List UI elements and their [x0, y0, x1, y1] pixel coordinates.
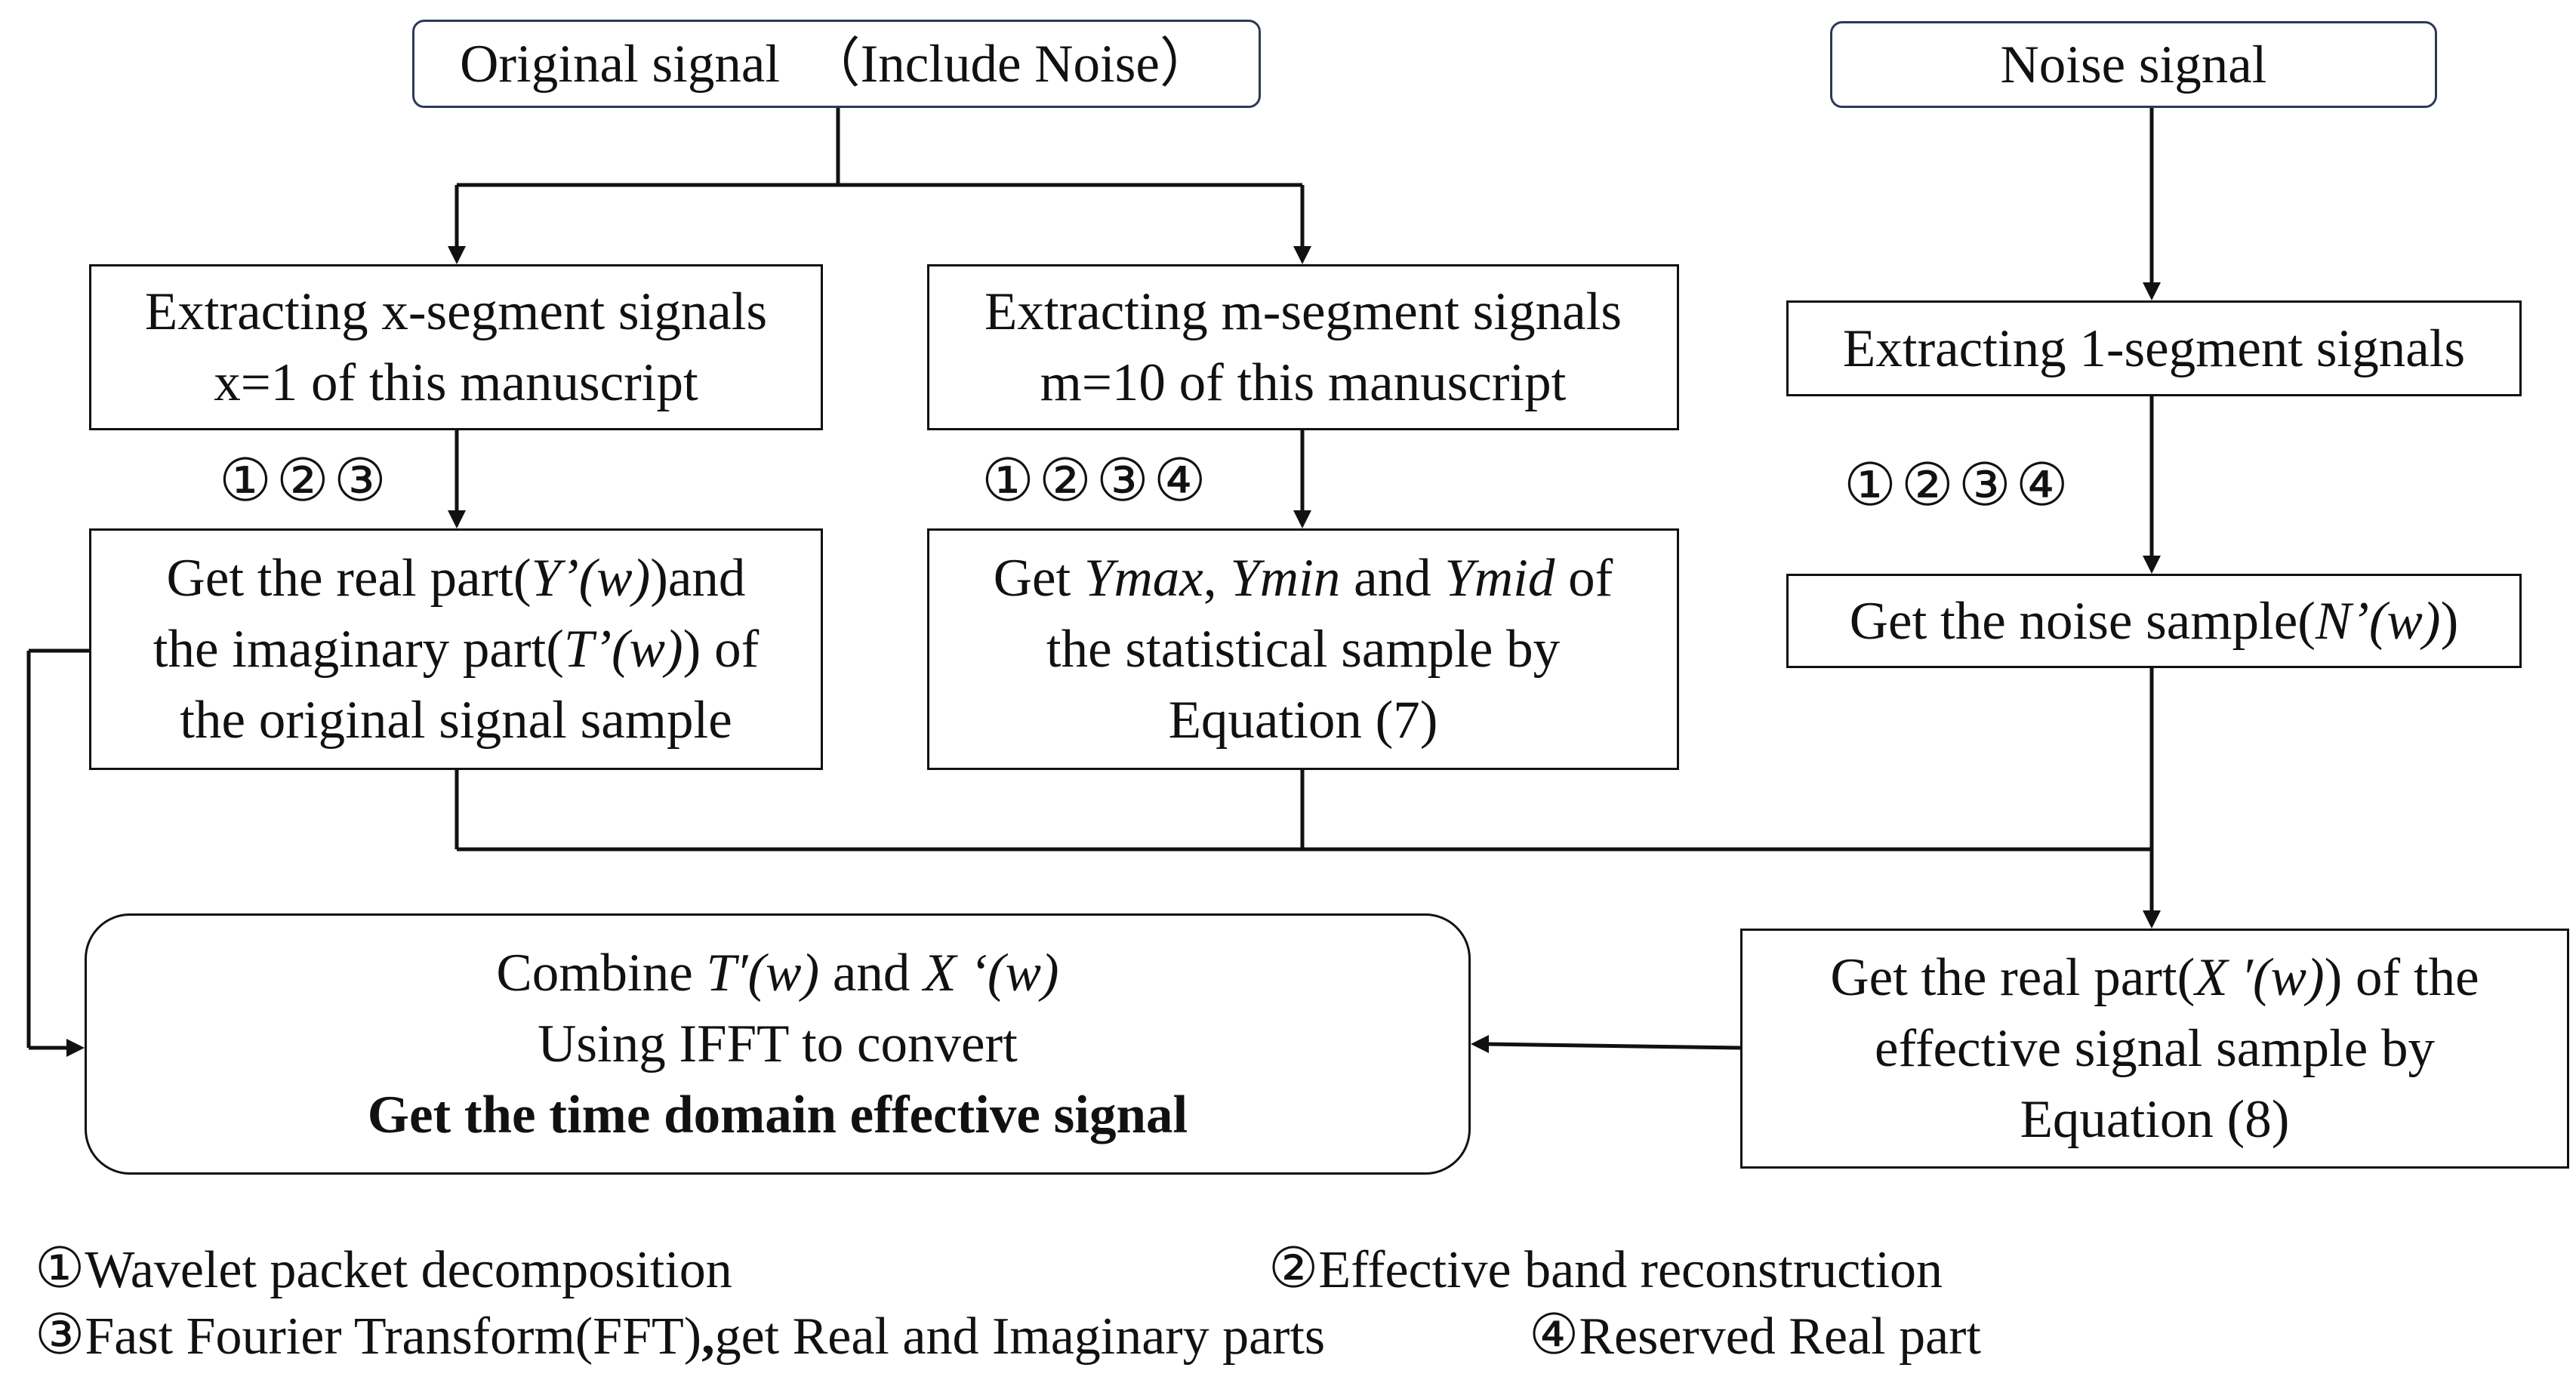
noise-sample-label: Get the noise sample(N’(w)): [1849, 591, 2459, 651]
extract-x-line-1: Extracting x-segment signals: [144, 282, 768, 341]
effective-real-line-3: Equation (8): [2020, 1090, 2290, 1149]
legend-number-2: ②: [1268, 1236, 1319, 1301]
extract-m-line-2: m=10 of this manuscript: [1040, 353, 1567, 412]
extract-x-segment-box: Extracting x-segment signals x=1 of this…: [89, 264, 823, 430]
real-imaginary-line-2: the imaginary part(T’(w)) of: [153, 620, 760, 679]
real-imaginary-line-1: Get the real part(Y’(w))and: [166, 549, 746, 608]
extract-1-label: Extracting 1-segment signals: [1842, 319, 2466, 378]
legend-text-4: Reserved Real part: [1579, 1308, 1981, 1366]
legend-number-4: ④: [1529, 1302, 1579, 1367]
extract-1-segment-box: Extracting 1-segment signals: [1786, 300, 2522, 396]
real-imaginary-line-3: the original signal sample: [180, 691, 732, 750]
noise-signal-box: Noise signal: [1830, 21, 2437, 108]
legend-number-3: ③: [35, 1302, 85, 1367]
combine-line-1: Combine T′(w) and X ‘(w): [496, 944, 1059, 1003]
statistics-box: Get Ymax, Ymin and Ymid of the statistic…: [927, 528, 1679, 770]
legend-text-3-comma: ,: [701, 1308, 715, 1366]
legend-item-4: ④Reserved Real part: [1529, 1301, 1981, 1371]
noise-signal-label: Noise signal: [2000, 35, 2267, 94]
combine-box: Combine T′(w) and X ‘(w) Using IFFT to c…: [85, 913, 1471, 1175]
legend-text-3: Fast Fourier Transform(FFT): [85, 1308, 702, 1366]
legend-item-3: ③Fast Fourier Transform(FFT),get Real an…: [35, 1301, 1325, 1371]
legend-text-1: Wavelet packet decomposition: [85, 1241, 732, 1299]
arrowhead: [1471, 1035, 1489, 1053]
legend-text-3-rest: get Real and Imaginary parts: [714, 1308, 1326, 1366]
noise-sample-box: Get the noise sample(N’(w)): [1786, 574, 2522, 668]
effective-real-line-1: Get the real part(X ′(w)) of the: [1830, 948, 2479, 1007]
effective-real-part-box: Get the real part(X ′(w)) of the effecti…: [1740, 929, 2569, 1169]
effective-real-line-2: effective signal sample by: [1875, 1019, 2435, 1078]
legend-item-1: ①Wavelet packet decomposition: [35, 1234, 732, 1304]
arrowhead: [448, 246, 466, 264]
arrowhead: [2143, 910, 2161, 929]
arrowhead: [2143, 556, 2161, 574]
steps-left: ①②③: [219, 447, 391, 515]
extract-m-segment-box: Extracting m-segment signals m=10 of thi…: [927, 264, 1679, 430]
real-imaginary-box: Get the real part(Y’(w))and the imaginar…: [89, 528, 823, 770]
arrowhead: [448, 510, 466, 528]
arrowhead: [1293, 510, 1311, 528]
legend-item-2: ②Effective band reconstruction: [1268, 1234, 1943, 1304]
statistics-line-2: the statistical sample by: [1046, 620, 1561, 679]
original-signal-label: Original signal （Include Noise）: [460, 34, 1213, 94]
combine-line-2: Using IFFT to convert: [538, 1015, 1018, 1073]
extract-m-line-1: Extracting m-segment signals: [984, 282, 1622, 341]
legend-text-2: Effective band reconstruction: [1318, 1241, 1943, 1299]
steps-middle: ①②③④: [981, 447, 1211, 515]
statistics-line-1: Get Ymax, Ymin and Ymid of: [993, 549, 1613, 608]
arrowhead: [66, 1039, 85, 1057]
original-signal-box: Original signal （Include Noise）: [412, 20, 1261, 108]
statistics-line-3: Equation (7): [1168, 691, 1438, 750]
combine-line-3: Get the time domain effective signal: [367, 1086, 1188, 1144]
extract-x-line-2: x=1 of this manuscript: [214, 353, 698, 412]
legend-number-1: ①: [35, 1236, 85, 1301]
arrowhead: [1293, 246, 1311, 264]
arrowhead: [2143, 282, 2161, 300]
steps-right: ①②③④: [1844, 451, 2073, 519]
